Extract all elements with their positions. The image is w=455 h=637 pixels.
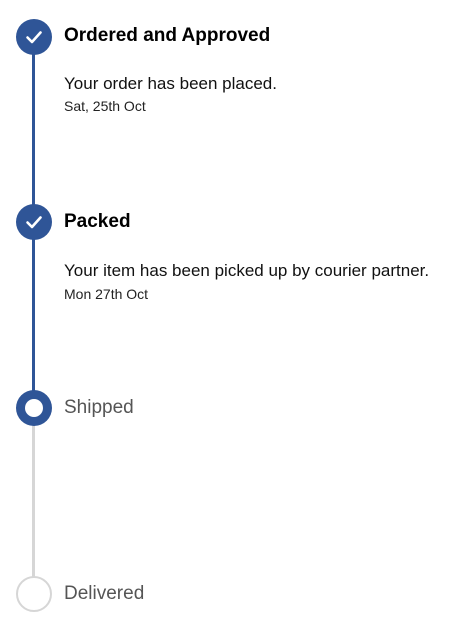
step-description-packed: Your item has been picked up by courier … — [64, 261, 430, 280]
step-title-delivered: Delivered — [64, 583, 145, 604]
step-title-packed: Packed — [64, 211, 131, 232]
check-icon — [16, 204, 52, 240]
progress-line-pending — [32, 407, 35, 593]
step-date-ordered: Sat, 25th Oct — [64, 98, 146, 114]
step-date-packed: Mon 27th Oct — [64, 286, 149, 302]
step-description-ordered: Your order has been placed. — [64, 74, 277, 93]
checkmark-glyph — [26, 31, 42, 44]
check-icon — [16, 19, 52, 55]
pending-step-circle-icon — [16, 576, 52, 612]
checkmark-glyph — [26, 216, 42, 229]
current-step-dot-center — [25, 399, 43, 417]
step-title-ordered: Ordered and Approved — [64, 25, 271, 46]
step-title-shipped: Shipped — [64, 397, 134, 418]
current-step-dot-icon — [16, 390, 52, 426]
